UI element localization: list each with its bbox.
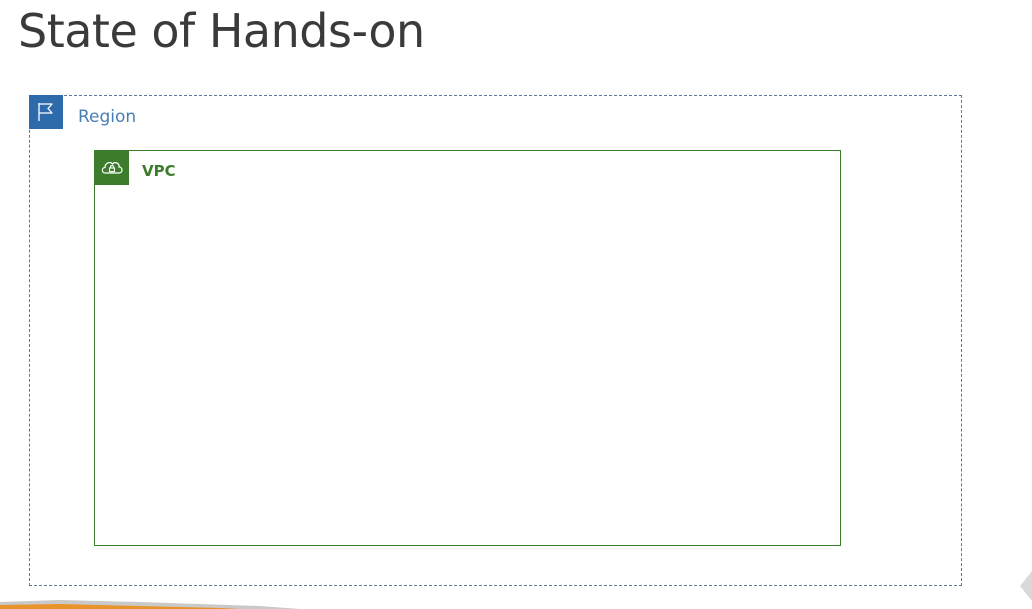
region-container: Region [29,95,962,586]
cloud-lock-icon [94,150,129,185]
flag-icon [29,95,63,129]
footer-accent-stripe [0,600,300,609]
slide-title: State of Hands-on [18,4,425,58]
edge-arrow-icon [1020,571,1032,601]
vpc-container: VPC [94,150,841,546]
region-label: Region [78,107,137,127]
vpc-label: VPC [142,162,176,180]
